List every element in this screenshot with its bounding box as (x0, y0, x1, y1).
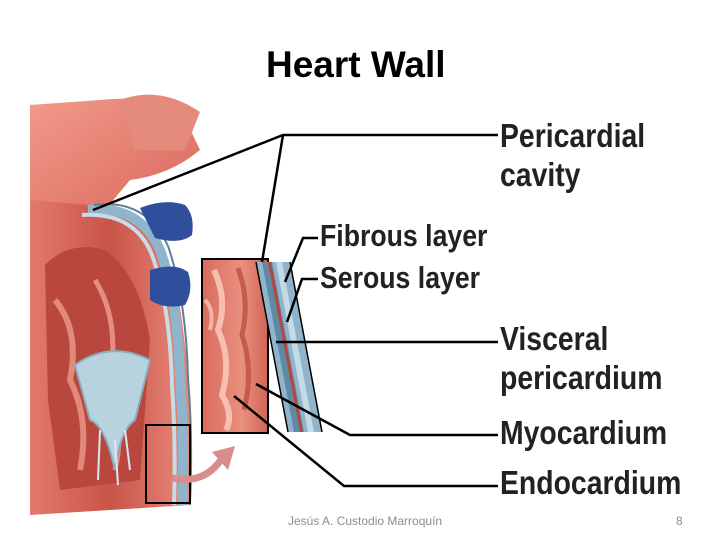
leader-fibrous-layer (283, 236, 318, 283)
label-endocardium: Endocardium (500, 464, 682, 501)
slide-title: Heart Wall (266, 44, 446, 85)
page-number: 8 (676, 514, 683, 528)
label-serous-layer: Serous layer (320, 260, 481, 295)
label-myocardium: Myocardium (500, 414, 668, 451)
leader-lines (92, 133, 498, 488)
magnify-arrow (171, 456, 225, 483)
label-visceral-pericardium-line2: pericardium (500, 359, 663, 396)
blue-vessel-lower (150, 266, 191, 307)
label-visceral-pericardium-line1: Visceral (500, 320, 609, 357)
label-pericardial-cavity-line2: cavity (500, 156, 581, 193)
blue-vessel-upper (140, 202, 193, 241)
superior-vessel (120, 94, 200, 150)
label-pericardial-cavity-line1: Pericardial (500, 117, 646, 154)
leader-serous-layer (285, 277, 318, 323)
leader-endocardium (233, 395, 498, 488)
inset-frame (201, 258, 269, 434)
pericardium-layers (87, 204, 189, 506)
label-fibrous-layer: Fibrous layer (320, 218, 488, 253)
trabeculae (52, 298, 87, 471)
magnification-box (145, 424, 191, 504)
wall-cross-section (201, 258, 323, 434)
leader-myocardium (255, 382, 498, 437)
footer-author: Jesús A. Custodio Marroquín (288, 514, 443, 528)
heart-body (30, 94, 235, 515)
